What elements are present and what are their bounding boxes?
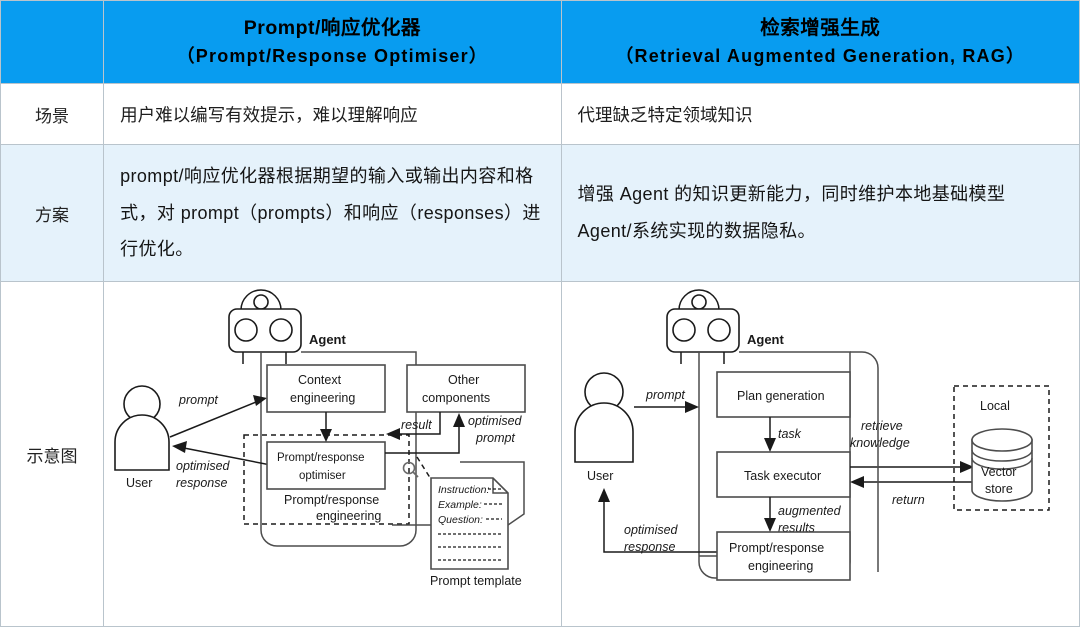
row-label-diagram: 示意图 <box>0 281 105 627</box>
edge-optresp-right-l2: response <box>624 540 675 554</box>
header-optimiser-cn: Prompt/响应优化器 <box>243 16 421 39</box>
edge-task-label: task <box>778 427 802 441</box>
user-label-left: User <box>126 476 152 490</box>
template-field-example: Example: <box>438 499 482 511</box>
agent-label-left: Agent <box>309 332 347 347</box>
edge-result-left-label: result <box>401 418 432 432</box>
box-context-engineering-l2: engineering <box>290 391 355 405</box>
cell-diagram-optimiser: Agent User prompt <box>103 281 562 627</box>
local-group-box <box>952 385 1050 511</box>
edge-prompt-left-label: prompt <box>178 393 218 407</box>
agent-robot-icon-right <box>665 289 740 364</box>
edge-return: return <box>849 476 974 507</box>
box-context-engineering-l1: Context <box>298 373 342 387</box>
header-rag-cn: 检索增强生成 <box>760 16 881 39</box>
edge-optimised-response-left: optimised response <box>172 441 338 490</box>
agent-container-left <box>260 351 417 547</box>
edge-augres-l1: augmented <box>778 504 842 518</box>
header-rag-en: （Retrieval Augmented Generation, RAG） <box>615 46 1026 67</box>
header-cell-optimiser: Prompt/响应优化器 （Prompt/Response Optimiser） <box>103 0 562 84</box>
edge-optprompt-left-l2: prompt <box>475 431 515 445</box>
cell-scene-optimiser: 用户难以编写有效提示，难以理解响应 <box>103 83 562 145</box>
edge-task: task <box>763 417 802 452</box>
edge-return-label: return <box>892 493 925 507</box>
table-row-scene: 场景 用户难以编写有效提示，难以理解响应 代理缺乏特定领域知识 <box>0 83 1080 145</box>
edge-optresp-left-l1: optimised <box>176 459 231 473</box>
template-field-instruction: Instruction: <box>438 484 489 496</box>
edge-prompt-right: prompt <box>633 388 699 413</box>
edge-optresp-left-l2: response <box>176 476 227 490</box>
box-task-executor: Task executor <box>715 451 851 498</box>
edge-optprompt-left-l1: optimised <box>468 414 523 428</box>
cell-diagram-rag: Agent User prompt <box>560 281 1080 627</box>
local-group-label: Local <box>980 399 1010 413</box>
table-row-diagram: 示意图 Agent <box>0 281 1080 627</box>
box-context-engineering: Context engineering <box>266 364 386 413</box>
diagram-optimiser: Agent User prompt <box>104 282 560 626</box>
edge-context-to-optimiser <box>320 412 333 442</box>
diagram-rag: Agent User prompt <box>562 282 1079 626</box>
group-label-left-l1: Prompt/response <box>284 493 379 507</box>
box-other-components-l2: components <box>422 391 490 405</box>
edge-augmented-results: augmented results <box>763 497 842 535</box>
cell-scene-rag: 代理缺乏特定领域知识 <box>560 83 1080 145</box>
diagram-optimiser-svg: Agent User prompt <box>114 289 526 588</box>
edge-result-left: result <box>386 412 441 440</box>
template-field-question: Question: <box>438 514 483 526</box>
agent-robot-icon <box>228 289 302 364</box>
edge-prompt-left: prompt <box>169 393 268 438</box>
diagram-rag-svg: Agent User prompt <box>573 289 1050 581</box>
edge-retrieve-knowledge: retrieve knowledge <box>849 419 974 473</box>
cell-plan-optimiser: prompt/响应优化器根据期望的输入或输出内容和格式，对 prompt（pro… <box>103 144 562 282</box>
box-pr-optimiser-l2: optimiser <box>299 470 346 482</box>
row-label-scene: 场景 <box>0 83 105 145</box>
box-prompt-response-optimiser: Prompt/response optimiser <box>266 441 386 490</box>
user-icon-right <box>573 372 634 463</box>
agent-label-right: Agent <box>747 332 785 347</box>
box-pr-eng-right-l1: Prompt/response <box>729 541 824 555</box>
vector-store-l2: store <box>985 482 1013 496</box>
table-row-plan: 方案 prompt/响应优化器根据期望的输入或输出内容和格式，对 prompt（… <box>0 144 1080 282</box>
prompt-template-doc: Instruction: Example: Question: <box>430 477 509 570</box>
edge-optimised-response-right: optimised response <box>597 488 752 554</box>
edge-retrieve-l1: retrieve <box>861 419 903 433</box>
box-prompt-response-engineering-right: Prompt/response engineering <box>715 531 851 581</box>
cell-plan-rag: 增强 Agent 的知识更新能力，同时维护本地基础模型 Agent/系统实现的数… <box>560 144 1080 282</box>
box-other-components-l1: Other <box>448 373 479 387</box>
template-return-line <box>460 461 525 526</box>
prompt-template-caption: Prompt template <box>430 574 522 588</box>
header-corner-cell <box>0 0 105 84</box>
row-label-plan: 方案 <box>0 144 105 282</box>
header-optimiser-en: （Prompt/Response Optimiser） <box>176 46 489 67</box>
edge-optresp-right-l1: optimised <box>624 523 679 537</box>
box-task-executor-label: Task executor <box>744 469 821 483</box>
edge-retrieve-l2: knowledge <box>850 436 910 450</box>
agent-loop-right <box>849 351 879 572</box>
box-pr-optimiser-l1: Prompt/response <box>277 452 365 464</box>
box-pr-eng-right-l2: engineering <box>748 559 813 573</box>
box-other-components: Other components <box>406 364 526 413</box>
edge-optimised-prompt-left: optimised prompt <box>385 413 523 454</box>
box-plan-generation: Plan generation <box>715 371 851 418</box>
magnifier-icon <box>402 461 419 478</box>
user-icon-left <box>114 385 170 471</box>
table-header-row: Prompt/响应优化器 （Prompt/Response Optimiser）… <box>0 0 1080 84</box>
edge-prompt-right-label: prompt <box>645 388 685 402</box>
vector-store-l1: Vector <box>981 465 1016 479</box>
header-cell-rag: 检索增强生成 （Retrieval Augmented Generation, … <box>560 0 1080 84</box>
group-label-left-l2: engineering <box>316 509 381 523</box>
user-label-right: User <box>587 469 613 483</box>
vector-store-icon <box>970 428 1033 502</box>
box-plan-generation-label: Plan generation <box>737 389 825 403</box>
